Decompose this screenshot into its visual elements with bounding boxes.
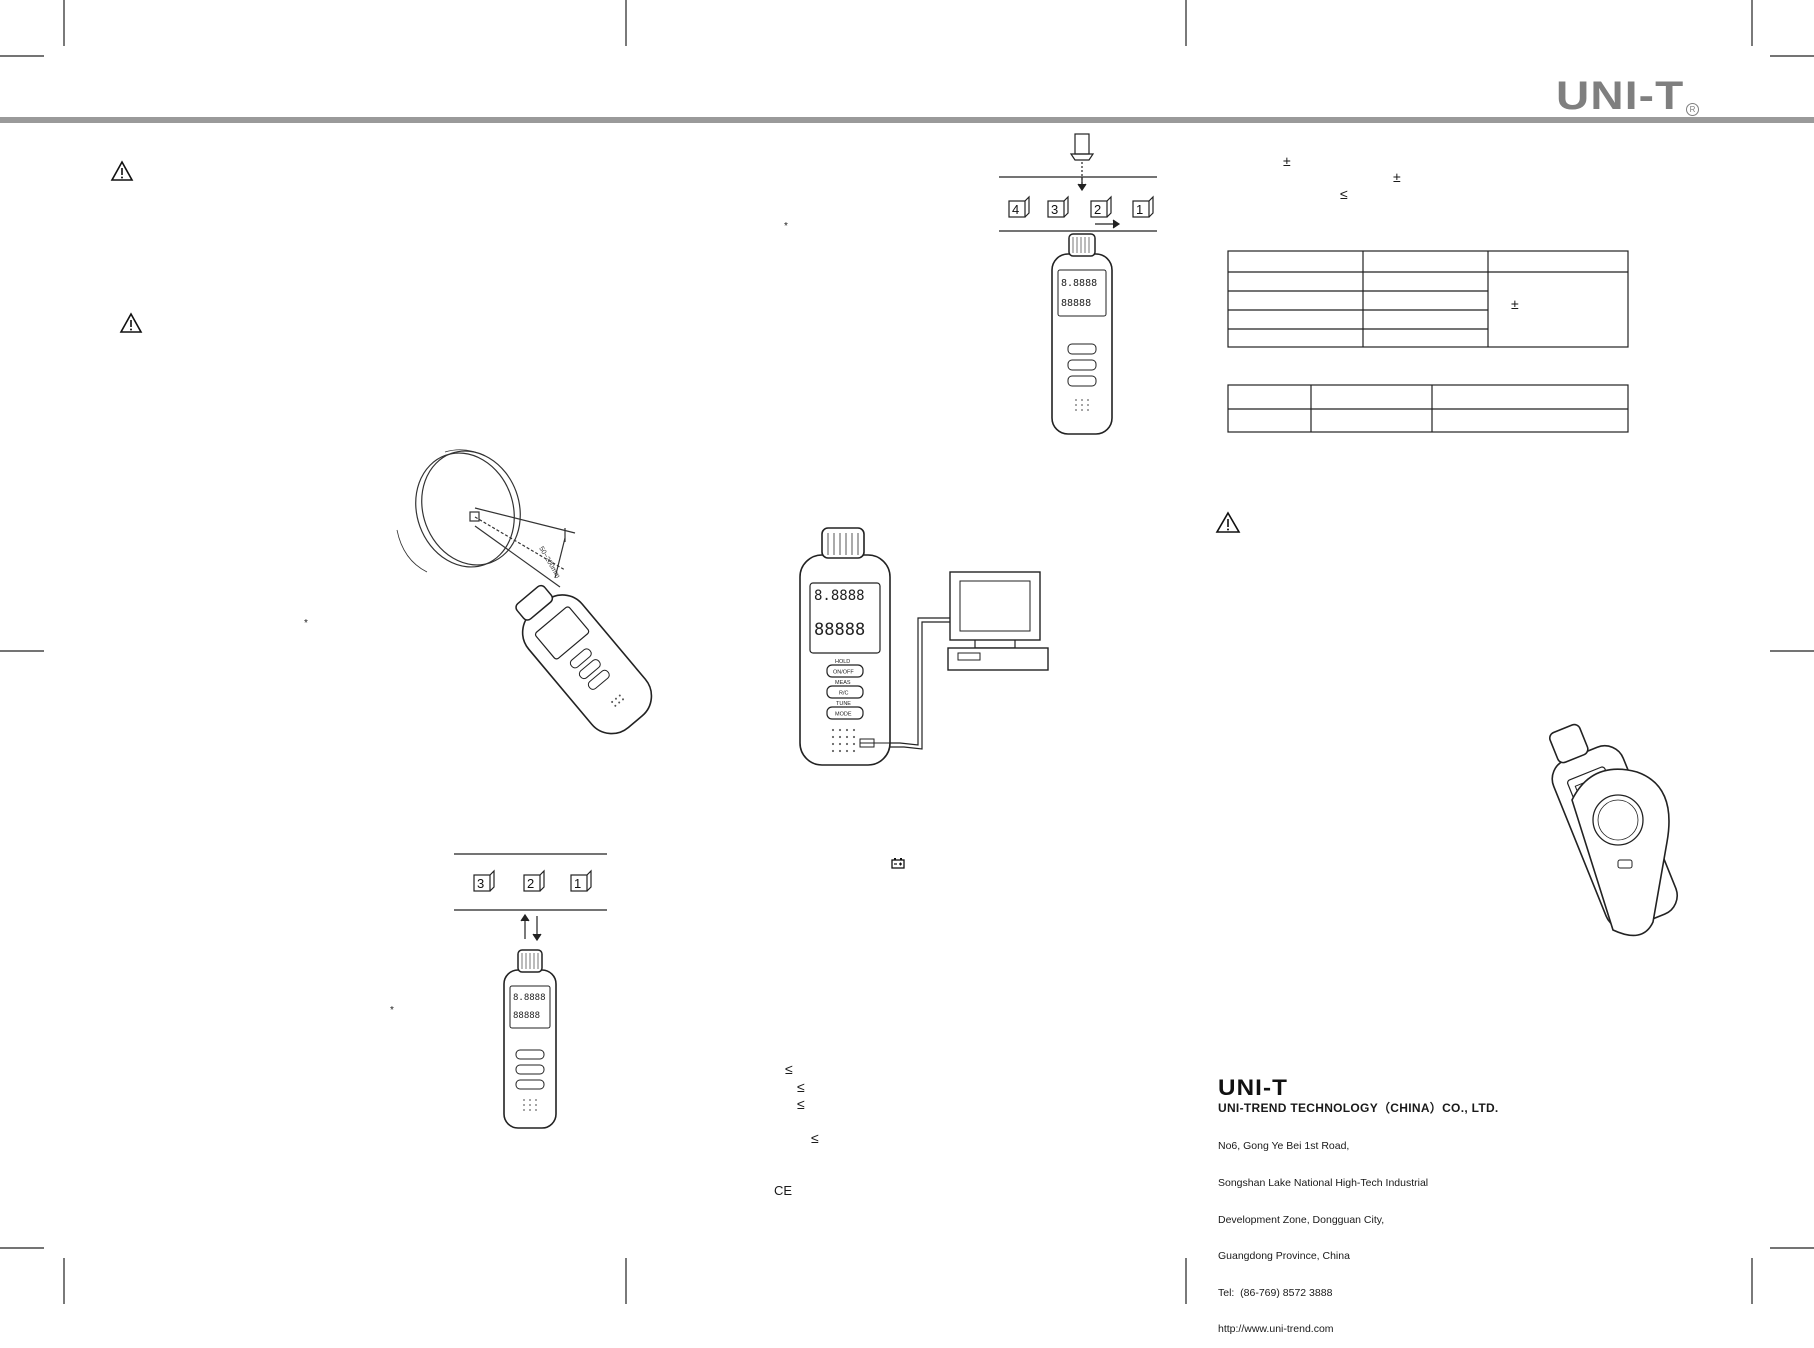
range-table — [1227, 384, 1629, 433]
asterisk-mark: * — [304, 618, 308, 629]
svg-text:ON/OFF: ON/OFF — [833, 670, 854, 676]
svg-text:88888: 88888 — [1061, 298, 1091, 309]
less-equal-symbol: ≤ — [797, 1079, 805, 1095]
crop-marks — [0, 0, 1814, 1304]
warning-triangle-icon — [1215, 511, 1241, 533]
company-website[interactable]: http://www.uni-trend.com — [1218, 1323, 1334, 1336]
box-label-2: 2 — [527, 876, 534, 891]
battery-low-icon — [891, 858, 905, 869]
svg-text:8.8888: 8.8888 — [814, 588, 865, 604]
svg-text:88888: 88888 — [814, 620, 865, 640]
box-label-1: 1 — [574, 876, 581, 891]
plus-minus-symbol: ± — [1511, 296, 1519, 312]
svg-text:8.8888: 8.8888 — [513, 993, 546, 1003]
company-phone: Tel: (86-769) 8572 3888 — [1218, 1286, 1333, 1299]
less-equal-symbol: ≤ — [797, 1096, 805, 1112]
svg-text:8.8888: 8.8888 — [1061, 278, 1097, 289]
address-line: Guangdong Province, China — [1218, 1250, 1350, 1263]
asterisk-mark: * — [784, 221, 788, 232]
svg-text:50~200mm: 50~200mm — [537, 546, 561, 580]
ce-mark: CE — [774, 1183, 793, 1198]
company-address: No6, Gong Ye Bei 1st Road, Songshan Lake… — [1218, 1116, 1428, 1348]
svg-text:4: 4 — [1012, 202, 1019, 217]
button-label-tune: TUNE — [836, 701, 851, 707]
address-line: No6, Gong Ye Bei 1st Road, — [1218, 1140, 1350, 1153]
less-equal-symbol: ≤ — [785, 1061, 793, 1077]
footer-logo: UNI-T — [1218, 1075, 1289, 1100]
svg-text:88888: 88888 — [513, 1011, 540, 1021]
button-label-hold: HOLD — [835, 659, 850, 665]
box-label-3: 3 — [477, 876, 484, 891]
svg-text:1: 1 — [1136, 202, 1143, 217]
warning-triangle-icon — [119, 312, 143, 333]
specification-table — [1227, 250, 1629, 348]
less-equal-symbol: ≤ — [811, 1130, 819, 1146]
usb-pc-connection-diagram: 8.8888 88888 HOLD ON/OFF MEAS R/C TUNE MO… — [799, 527, 1049, 766]
brand-logo: UNI-T — [1556, 74, 1685, 118]
counting-diagram-horizontal: 4 3 2 1 8.8888 88888 — [999, 133, 1157, 435]
counting-diagram-vertical: 3 2 1 8.8888 88888 — [454, 853, 607, 1129]
address-line: Songshan Lake National High-Tech Industr… — [1218, 1177, 1429, 1190]
svg-text:3: 3 — [1051, 202, 1058, 217]
header-bar — [0, 117, 1814, 123]
plus-minus-symbol: ± — [1283, 153, 1291, 169]
tachometer-disc-illustration: 50~200mm — [396, 449, 653, 735]
plus-minus-symbol: ± — [1393, 169, 1401, 185]
registered-mark: R — [1686, 103, 1699, 116]
button-label-meas: MEAS — [835, 680, 851, 686]
less-equal-symbol: ≤ — [1340, 186, 1348, 202]
battery-replacement-illustration — [1548, 723, 1678, 937]
warning-triangle-icon — [110, 160, 134, 181]
svg-text:MODE: MODE — [835, 712, 852, 718]
asterisk-mark: * — [390, 1005, 394, 1016]
svg-text:R/C: R/C — [839, 691, 849, 697]
company-name: UNI-TREND TECHNOLOGY（CHINA）CO., LTD. — [1218, 1101, 1499, 1115]
svg-text:2: 2 — [1094, 202, 1101, 217]
address-line: Development Zone, Dongguan City, — [1218, 1213, 1385, 1226]
